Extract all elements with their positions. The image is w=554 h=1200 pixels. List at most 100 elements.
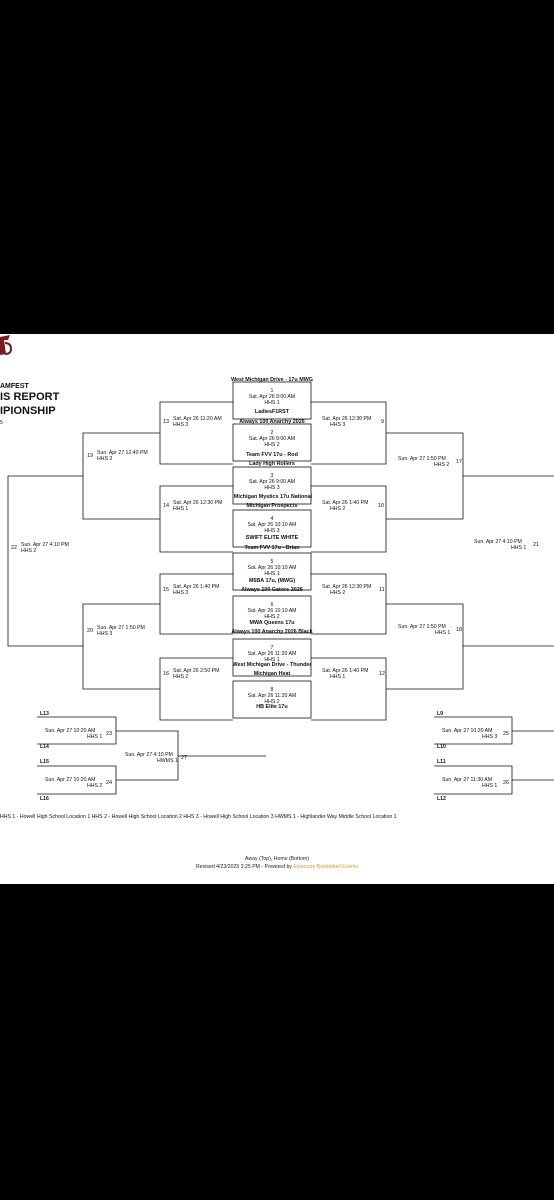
game-number: 15 xyxy=(163,587,169,593)
game-date: Sun. Apr 27 12:40 PM xyxy=(97,450,148,456)
game-number: 6 xyxy=(270,602,274,608)
bracket-lines xyxy=(7,381,554,795)
game-date: Sat. Apr 26 11:20 AM xyxy=(173,416,222,422)
loser-slot: L15 xyxy=(40,759,49,765)
game-number: 17 xyxy=(456,459,462,465)
team-label: Always 100 Gators 2026 xyxy=(241,587,303,593)
game-location: HHS 2 xyxy=(21,548,37,554)
game-date: Sat. Apr 26 1:40 PM xyxy=(322,668,369,674)
game-date: Sat. Apr 26 10:10 AM xyxy=(247,565,297,571)
game-date: Sun. Apr 27 1:50 PM xyxy=(398,456,446,462)
game-number: 4 xyxy=(270,516,274,522)
game-number: 12 xyxy=(379,671,385,677)
game-location: HHS 3 xyxy=(173,590,189,596)
game-location: HWMS 1 xyxy=(157,758,178,764)
loser-slot: L11 xyxy=(437,759,446,765)
game-location: HHS 2 xyxy=(264,614,280,620)
game-date: Sat. Apr 26 11:20 AM xyxy=(247,651,297,657)
game-location: HHS 1 xyxy=(511,545,527,551)
game-location: HHS 2 xyxy=(264,442,280,448)
game-date: Sun. Apr 27 1:50 PM xyxy=(97,625,145,631)
team-label: Team FVV 17u - Brian xyxy=(244,545,300,551)
game-number: 8 xyxy=(270,687,274,693)
game-date: Sat. Apr 26 12:30 PM xyxy=(322,416,372,422)
game-number: 1 xyxy=(270,388,274,394)
game-number: 23 xyxy=(106,731,112,737)
loser-slot: L12 xyxy=(437,796,446,802)
game-number: 2 xyxy=(270,430,274,436)
game-location: HHS 3 xyxy=(264,485,280,491)
location-legend: HHS 1 - Howell High School Location 1 HH… xyxy=(0,814,397,820)
game-date: Sun. Apr 27 4:10 PM xyxy=(21,542,69,548)
header-line-4: 5 xyxy=(0,420,3,426)
game-date: Sun. Apr 27 10:20 AM xyxy=(45,777,96,783)
game-location: HHS 2 xyxy=(330,590,346,596)
game-date: Sat. Apr 26 9:00 AM xyxy=(248,394,296,400)
game-location: HHS 1 xyxy=(330,674,346,680)
game-number: 16 xyxy=(163,671,169,677)
team-label: MWA Queens 17u xyxy=(249,620,295,626)
game-date: Sat. Apr 26 11:20 AM xyxy=(247,693,297,699)
game-number: 13 xyxy=(163,419,169,425)
game-location: HHS 1 xyxy=(264,571,280,577)
game-number: 3 xyxy=(270,473,274,479)
game-location: HHS 2 xyxy=(87,783,103,789)
game-location: HHS 2 xyxy=(330,506,346,512)
team-label: SWIFT ELITE WHITE xyxy=(245,535,299,541)
game-date: Sat. Apr 26 12:30 PM xyxy=(322,584,372,590)
footer-revised: Revised 4/23/2025 3:25 PM - Powered by E… xyxy=(0,864,554,870)
game-location: HHS 1 xyxy=(435,630,451,636)
game-number: 7 xyxy=(270,645,274,651)
game-number: 22 xyxy=(11,545,17,551)
game-location: HHS 1 xyxy=(482,783,498,789)
team-label: Team FVV 17u - Rod xyxy=(246,452,298,458)
game-date: Sun. Apr 27 4:10 PM xyxy=(125,752,173,758)
game-date: Sat. Apr 26 2:50 PM xyxy=(173,668,220,674)
game-number: 19 xyxy=(87,453,93,459)
game-location: HHS 1 xyxy=(173,506,189,512)
game-number: 26 xyxy=(503,780,509,786)
game-location: HHS 2 xyxy=(264,699,280,705)
game-date: Sun. Apr 27 10:20 AM xyxy=(442,728,493,734)
game-location: HHS 3 xyxy=(264,528,280,534)
team-label: Lady High Rollers xyxy=(249,461,295,467)
event-logo xyxy=(0,334,13,356)
game-date: Sat. Apr 26 9:00 AM xyxy=(248,436,296,442)
game-date: Sat. Apr 26 1:40 PM xyxy=(173,584,220,590)
game-location: HHS 1 xyxy=(87,734,103,740)
game-location: HHS 1 xyxy=(264,657,280,663)
game-date: Sat. Apr 26 9:00 AM xyxy=(248,479,296,485)
game-number: 21 xyxy=(533,542,539,548)
game-number: 25 xyxy=(503,731,509,737)
game-number: 14 xyxy=(163,503,169,509)
game-location: HHS 3 xyxy=(173,422,189,428)
game-number: 5 xyxy=(270,559,274,565)
game-number: 27 xyxy=(181,755,187,761)
team-label: Michigan Heat xyxy=(253,671,291,677)
team-label: West Michigan Drive - Thunder xyxy=(232,662,312,668)
team-label: M6BA 17u, (MWG) xyxy=(248,578,296,584)
powered-by-link[interactable]: Exposure Basketball Events xyxy=(293,864,359,870)
game-number: 10 xyxy=(378,503,384,509)
game-number: 11 xyxy=(379,587,385,593)
team-label: Always 100 Anarchy 2026 xyxy=(239,419,305,425)
team-label: Always 100 Anarchy 2026 Black xyxy=(231,629,313,635)
team-label: West Michigan Drive - 17u MWG xyxy=(231,377,313,383)
game-location: HHS 1 xyxy=(264,400,280,406)
loser-slot: L14 xyxy=(40,744,49,750)
game-location: HHS 3 xyxy=(97,631,113,637)
game-location: HHS 2 xyxy=(434,462,450,468)
game-location: HHS 3 xyxy=(330,422,346,428)
game-date: Sat. Apr 26 12:30 PM xyxy=(173,500,223,506)
game-date: Sat. Apr 26 10:10 AM xyxy=(247,522,297,528)
game-number: 24 xyxy=(106,780,112,786)
game-date: Sat. Apr 26 10:10 AM xyxy=(247,608,297,614)
team-label: Michigan Mystics 17u National xyxy=(233,494,313,500)
loser-slot: L16 xyxy=(40,796,49,802)
loser-slot: L13 xyxy=(40,711,49,717)
game-date: Sun. Apr 27 11:30 AM xyxy=(442,777,493,783)
game-number: 20 xyxy=(87,628,93,634)
header-line-1: AMFEST xyxy=(0,383,29,390)
game-location: HHS 3 xyxy=(97,456,113,462)
team-label: HB Elite 17u xyxy=(256,704,288,710)
